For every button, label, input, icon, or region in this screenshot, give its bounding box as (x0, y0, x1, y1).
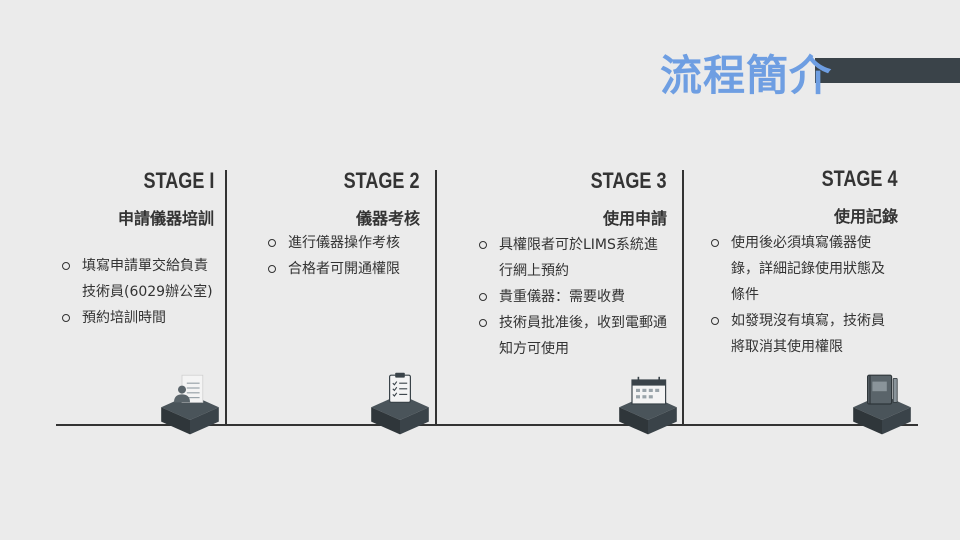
stage-4-bullets: 使用後必須填寫儀器使錄，詳細記錄使用狀態及條件 如發現沒有填寫，技術員將取消其使… (711, 230, 896, 360)
list-item: 貴重儀器：需要收費 (479, 284, 669, 310)
list-item: 技術員批准後，收到電郵通知方可使用 (479, 310, 669, 362)
list-item: 預約培訓時間 (62, 305, 218, 331)
stage-2-pedestal (371, 372, 429, 435)
stage-3-name: 使用申請 (602, 209, 667, 228)
stage-1-pedestal (161, 374, 219, 435)
resume-person-icon (174, 374, 204, 403)
page-title: 流程簡介 (660, 51, 833, 100)
stage-1-name: 申請儀器培訓 (117, 209, 214, 228)
list-item: 使用後必須填寫儀器使錄，詳細記錄使用狀態及條件 (711, 230, 896, 308)
list-item: 具權限者可於LIMS系統進行網上預約 (479, 232, 669, 284)
list-item: 合格者可開通權限 (268, 256, 428, 282)
stage-2-divider (435, 170, 437, 426)
list-item: 進行儀器操作考核 (268, 230, 428, 256)
calendar-icon (631, 376, 667, 405)
stage-3-divider (682, 170, 684, 426)
list-item: 如發現沒有填寫，技術員將取消其使用權限 (711, 308, 896, 360)
timeline-baseline (56, 424, 918, 426)
stage-2-name: 儀器考核 (355, 209, 420, 228)
stage-4-label: STAGE 4 (822, 166, 898, 191)
stage-1-divider (225, 170, 227, 426)
notebook-pen-icon (867, 374, 898, 405)
stage-4-pedestal (853, 374, 911, 435)
stage-1-label: STAGE I (143, 168, 214, 193)
stage-2-bullets: 進行儀器操作考核 合格者可開通權限 (268, 230, 428, 282)
stage-4-name: 使用記錄 (833, 207, 898, 226)
stage-1-bullets: 填寫申請單交給負責技術員(6029辦公室) 預約培訓時間 (62, 253, 218, 331)
stage-3-label: STAGE 3 (591, 168, 667, 193)
clipboard-checklist-icon (389, 372, 411, 403)
list-item: 填寫申請單交給負責技術員(6029辦公室) (62, 253, 218, 305)
stage-2-label: STAGE 2 (344, 168, 420, 193)
title-accent-bar (815, 58, 960, 83)
stage-3-bullets: 具權限者可於LIMS系統進行網上預約 貴重儀器：需要收費 技術員批准後，收到電郵… (479, 232, 669, 362)
stage-3-pedestal (619, 376, 677, 435)
